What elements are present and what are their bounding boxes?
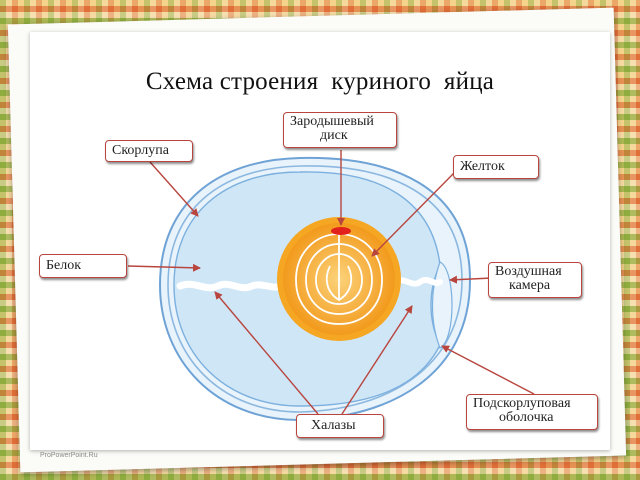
shell-membrane	[167, 165, 463, 413]
arrow-air-cell	[449, 275, 493, 284]
label-chalazae: Халазы	[296, 414, 384, 438]
arrow-chalaza-left	[214, 291, 319, 415]
label-germinal-disc: Зародышевый диск	[283, 112, 397, 148]
label-yolk: Желток	[453, 155, 539, 179]
arrow-albumen	[127, 263, 201, 272]
arrow-shell	[149, 161, 199, 217]
chalaza-right	[393, 277, 443, 287]
arrow-yolk	[371, 171, 456, 257]
label-air-cell: Воздушная камера	[488, 262, 582, 298]
label-shell-membrane: Подскорлуповая оболочка	[466, 394, 598, 430]
label-shell: Скорлупа	[105, 140, 193, 162]
arrows	[127, 150, 535, 415]
arrow-shell-membrane	[441, 345, 535, 395]
page-title: Схема строения куриного яйца	[145, 68, 495, 95]
label-albumen: Белок	[39, 254, 127, 278]
arrow-chalaza-right	[341, 305, 413, 415]
watermark: ProPowerPoint.Ru	[40, 452, 98, 459]
germinal-disc	[331, 227, 351, 235]
chalaza-left	[176, 280, 286, 292]
yolk-rings	[295, 232, 383, 325]
